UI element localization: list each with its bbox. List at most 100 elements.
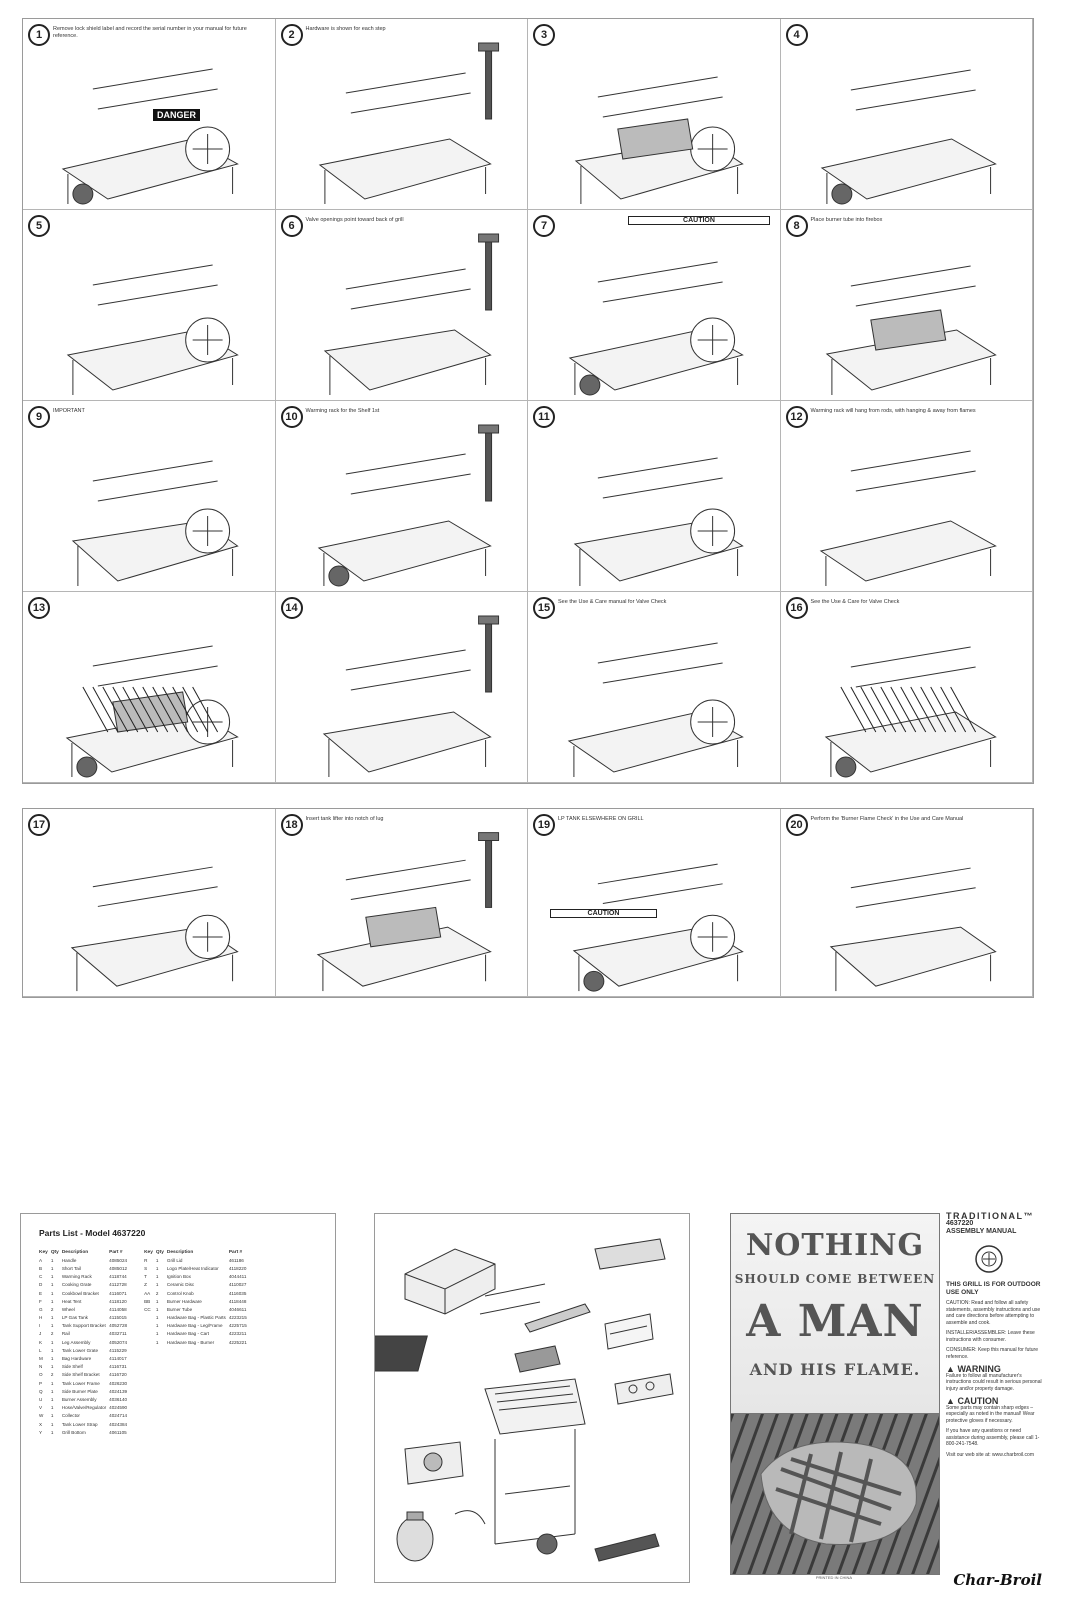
parts-header-cell: Part #: [109, 1249, 123, 1255]
parts-cell: Hardware Bag - Cart: [166, 1331, 209, 1337]
parts-cell: Wheel: [61, 1306, 75, 1312]
parts-cell: 4110027: [228, 1282, 247, 1288]
warning-heading: ▲ WARNING: [946, 1364, 1046, 1374]
parts-cell: Grill Lid: [166, 1257, 183, 1263]
step-number: 19: [533, 814, 555, 836]
caution-icon: ▲: [946, 1396, 955, 1406]
parts-cell: [130, 1412, 156, 1420]
parts-header-cell: Qty: [155, 1249, 164, 1255]
parts-cell: [229, 1404, 250, 1412]
parts-list-title: Parts List - Model 4637220: [39, 1228, 146, 1238]
parts-cell: U: [39, 1396, 43, 1402]
step-note: See the Use & Care manual for Valve Chec…: [558, 599, 667, 605]
brand-name: TRADITIONAL™: [946, 1211, 1034, 1221]
parts-cell: 4052728: [109, 1323, 128, 1329]
parts-cell: 1: [155, 1331, 159, 1337]
parts-cell: 4112728: [109, 1282, 127, 1288]
parts-cell: L: [39, 1347, 42, 1353]
parts-cell: 4225715: [228, 1323, 247, 1329]
parts-cell: Q: [39, 1388, 43, 1394]
exploded-view-diagram: [375, 1238, 674, 1562]
step-number: 18: [280, 814, 303, 836]
parts-cell: 1: [50, 1396, 54, 1402]
parts-cell: 4052074: [109, 1339, 128, 1345]
web-text: Visit our web site at: www.charbroil.com: [946, 1451, 1034, 1458]
parts-cell: Cooking Grate: [61, 1282, 92, 1288]
parts-cell: [130, 1387, 156, 1395]
parts-cell: 4116720: [109, 1372, 127, 1378]
parts-cell: [229, 1395, 250, 1403]
step-illustration-1: [61, 68, 239, 205]
warning-title: WARNING: [957, 1364, 1001, 1374]
caution-text: Some parts may contain sharp edges – esp…: [946, 1404, 1035, 1424]
parts-cell: [130, 1330, 156, 1338]
parts-cell: 1: [155, 1298, 159, 1304]
steak-photo: [730, 1413, 940, 1575]
parts-cell: X: [39, 1421, 43, 1427]
step-illustration-3: [574, 76, 744, 204]
step-illustration-13: [65, 645, 239, 778]
step-illustration-19: [572, 863, 744, 992]
parts-cell: 4036140: [109, 1396, 128, 1402]
parts-cell: Collector: [61, 1413, 80, 1419]
parts-cell: N: [39, 1364, 43, 1370]
parts-cell: 4024384: [109, 1421, 128, 1427]
parts-cell: [130, 1314, 156, 1322]
danger-label: DANGER: [153, 109, 201, 121]
parts-cell: [229, 1420, 250, 1428]
parts-cell: Logo Plate/Heat Indicator: [166, 1265, 219, 1271]
outdoor-notice: THIS GRILL IS FOR OUTDOOR USE ONLY: [946, 1281, 1041, 1296]
parts-cell: Bag Hardware: [61, 1356, 92, 1362]
step-note: Insert tank lifter into notch of lug: [305, 816, 384, 822]
step-panel-17: 17: [23, 809, 276, 997]
parts-cell: Hose/Valve/Regulator: [61, 1405, 107, 1411]
parts-cell: [130, 1428, 156, 1436]
parts-cell: 1: [50, 1257, 54, 1263]
parts-cell: 4116071: [109, 1290, 127, 1296]
parts-cell: 1: [50, 1405, 54, 1411]
parts-cell: Heat Tent: [61, 1298, 82, 1304]
step-number: 13: [28, 597, 50, 619]
parts-cell: [156, 1346, 167, 1354]
step-number: 1: [28, 24, 50, 46]
parts-cell: 1: [155, 1339, 159, 1345]
parts-cell: 2: [50, 1306, 54, 1312]
step-panel-13: 13: [23, 592, 276, 783]
parts-cell: 4118220: [228, 1265, 247, 1271]
parts-cell: Z: [144, 1282, 147, 1288]
parts-cell: LP Gas Tank: [61, 1315, 88, 1321]
step-illustration-4: [820, 69, 997, 205]
parts-cell: [229, 1379, 250, 1387]
parts-cell: [156, 1371, 167, 1379]
step-illustration-10: [317, 424, 499, 587]
parts-cell: D: [39, 1282, 43, 1288]
step-number: 16: [785, 597, 808, 619]
parts-cell: 1: [50, 1421, 54, 1427]
parts-cell: 4024139: [109, 1388, 128, 1394]
slogan-line-1: NOTHING: [745, 1228, 925, 1263]
cover-footer-caption: PRINTED IN CHINA: [815, 1575, 853, 1580]
parts-cell: [167, 1404, 229, 1412]
parts-header-cell: Key: [144, 1249, 153, 1255]
cover-sidebar: TRADITIONAL™ 4637220 ASSEMBLY MANUAL THI…: [946, 1211, 1046, 1458]
parts-cell: P: [39, 1380, 43, 1386]
parts-cell: 1: [50, 1388, 54, 1394]
caution-title: CAUTION: [957, 1396, 999, 1406]
step-number: 8: [785, 215, 808, 237]
parts-cell: [130, 1354, 156, 1362]
parts-cell: 4225221: [228, 1339, 247, 1345]
